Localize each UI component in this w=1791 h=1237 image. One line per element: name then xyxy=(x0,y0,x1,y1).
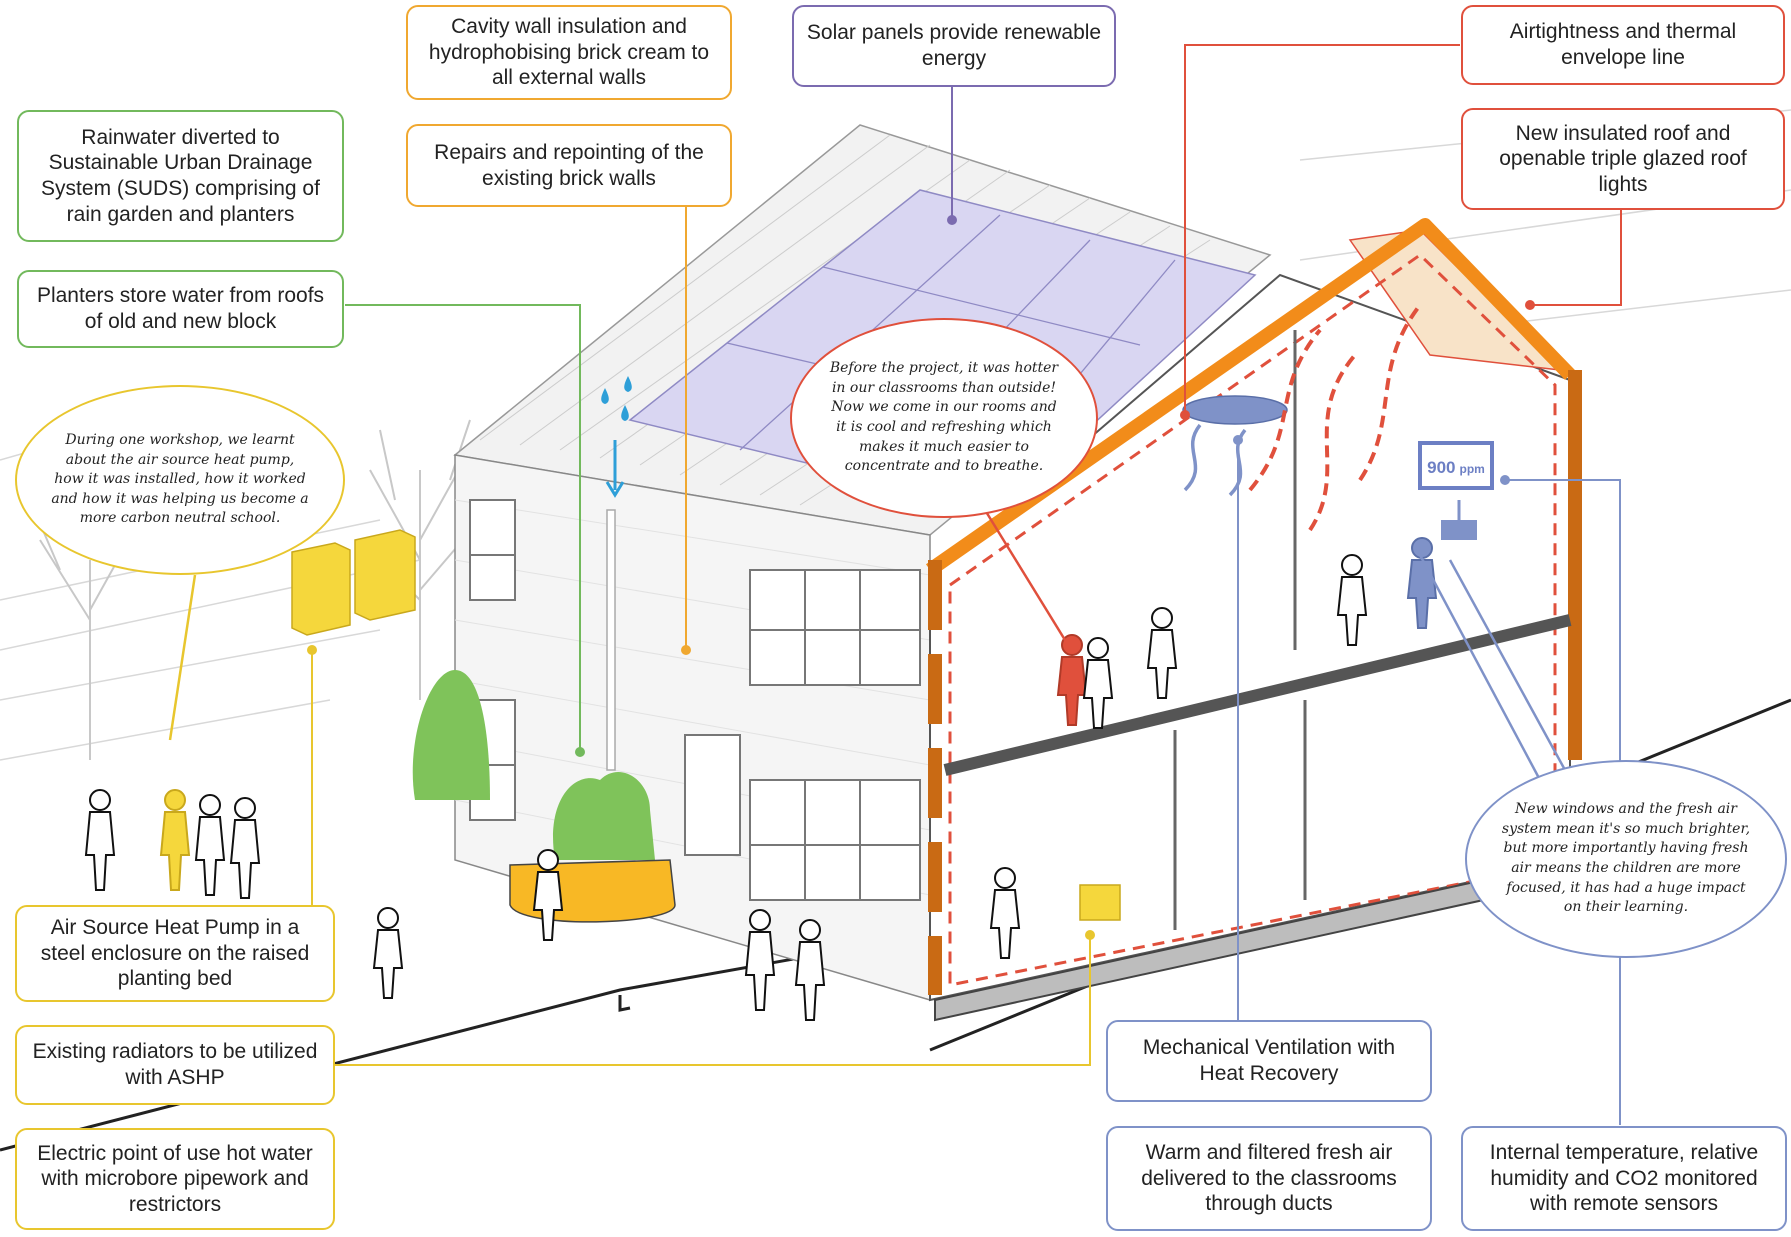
quote-windows-bubble: New windows and the fresh air system mea… xyxy=(1465,760,1787,958)
planter-plants-icon xyxy=(553,771,655,860)
callout-insulated-roof: New insulated roof and openable triple g… xyxy=(1461,108,1785,210)
quote-classroom-bubble: Before the project, it was hotter in our… xyxy=(790,318,1098,518)
callout-existing-radiators: Existing radiators to be utilized with A… xyxy=(15,1025,335,1105)
intermediate-floor xyxy=(943,614,1572,776)
callout-brick-repairs: Repairs and repointing of the existing b… xyxy=(406,124,732,207)
leader-planters xyxy=(345,304,581,752)
rain-drops-icon xyxy=(601,376,632,498)
brick-texture xyxy=(454,499,931,896)
interior-partitions xyxy=(1173,330,1307,930)
callout-solar-panels: Solar panels provide renewable energy xyxy=(792,5,1116,87)
window-mullions xyxy=(470,554,920,900)
windows xyxy=(469,499,921,901)
green-shrub-icon xyxy=(412,670,490,800)
callout-airtightness: Airtightness and thermal envelope line xyxy=(1461,5,1785,85)
leader-airtightness xyxy=(1184,44,1460,415)
radiator-icon xyxy=(1079,884,1121,921)
speech-bubble-tails xyxy=(168,509,1567,781)
leader-roof xyxy=(1530,210,1622,306)
children-figures-icon xyxy=(84,537,1438,1021)
air-source-heat-pump-icon xyxy=(291,529,416,636)
callout-air-source-heat-pump: Air Source Heat Pump in a steel enclosur… xyxy=(15,905,335,1002)
insulated-roof xyxy=(925,218,1576,576)
old-block-facade xyxy=(454,454,931,1002)
leader-radiators xyxy=(335,935,1091,1066)
raised-planter-icon xyxy=(509,859,676,923)
ventilation-duct-icon xyxy=(1182,395,1288,425)
pavement-step xyxy=(618,995,631,1012)
callout-planters: Planters store water from roofs of old a… xyxy=(17,270,344,348)
callout-rainwater-suds: Rainwater diverted to Sustainable Urban … xyxy=(17,110,344,242)
callout-mvhr: Mechanical Ventilation with Heat Recover… xyxy=(1106,1020,1432,1102)
warm-air-arrows-icon xyxy=(1248,303,1422,532)
callout-hot-water: Electric point of use hot water with mic… xyxy=(15,1128,335,1230)
callout-cavity-wall-insulation: Cavity wall insulation and hydrophobisin… xyxy=(406,5,732,100)
downpipe xyxy=(606,509,616,771)
callout-remote-sensors: Internal temperature, relative humidity … xyxy=(1461,1126,1787,1231)
callout-warm-filtered-air: Warm and filtered fresh air delivered to… xyxy=(1106,1126,1432,1231)
quote-workshop-bubble: During one workshop, we learnt about the… xyxy=(15,385,345,575)
leader-dots xyxy=(307,215,1535,940)
